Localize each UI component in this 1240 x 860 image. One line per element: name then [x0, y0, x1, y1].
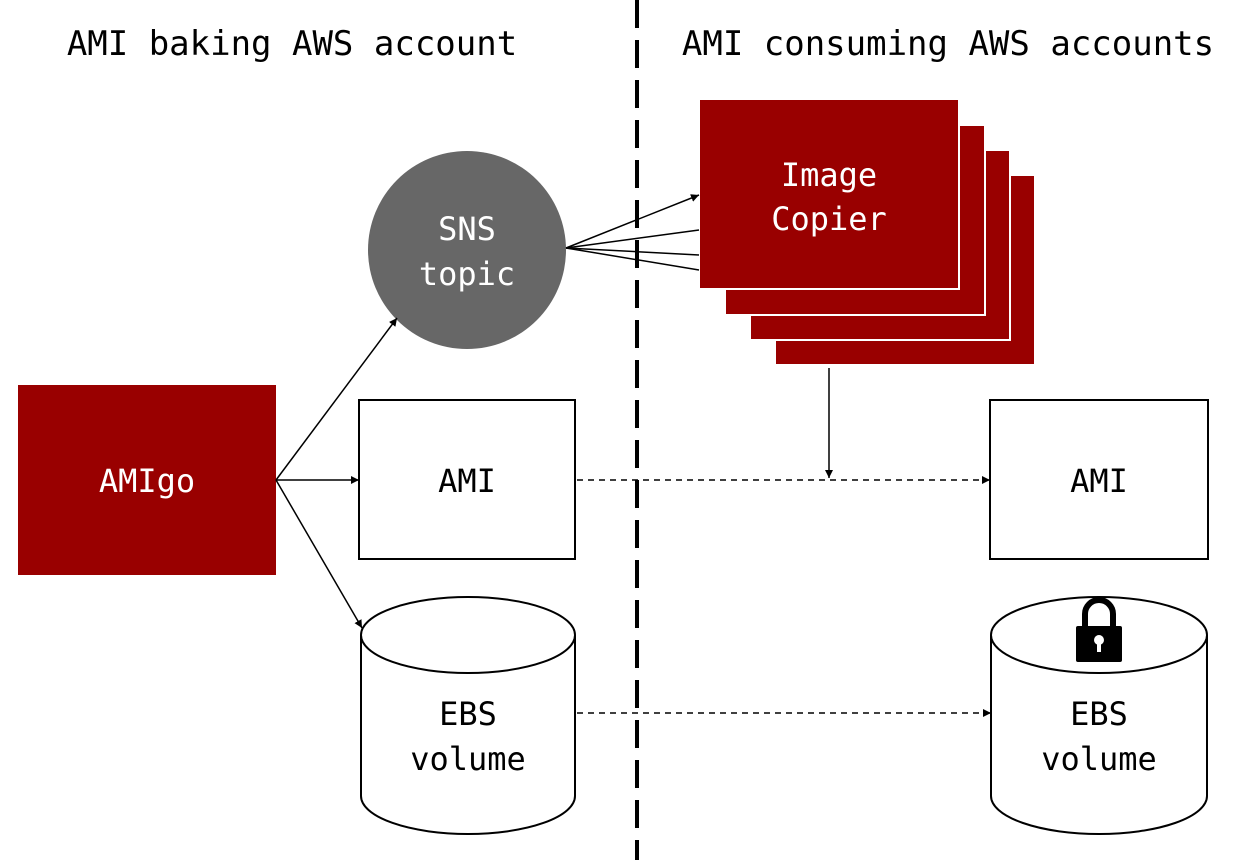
ebs-source-cylinder-top — [360, 596, 576, 674]
ebs-target-label-line1: EBS — [1070, 695, 1128, 733]
ami-target-node: AMI — [989, 399, 1209, 560]
amigo-node: AMIgo — [18, 385, 276, 575]
amigo-label: AMIgo — [99, 462, 195, 500]
left-account-header: AMI baking AWS account — [67, 24, 517, 64]
amigo-to-sns-arrow — [275, 317, 398, 481]
lock-icon — [1076, 597, 1122, 662]
lock-keyhole-slot — [1097, 640, 1101, 652]
sns-topic-node: SNS topic — [368, 151, 566, 349]
amigo-box — [18, 385, 276, 575]
sns-topic-label-line1: SNS — [438, 210, 496, 248]
right-account-header: AMI consuming AWS accounts — [682, 24, 1214, 64]
sns-to-copier-arrow-3 — [565, 247, 700, 256]
sns-to-copier-arrow-2 — [565, 229, 700, 249]
lock-shackle — [1082, 597, 1116, 628]
ebs-source-label-line2: volume — [410, 740, 526, 778]
image-copier-stack: Image Copier — [698, 98, 1036, 366]
ami-target-label: AMI — [1070, 462, 1128, 500]
image-copier-label-line1: Image — [781, 156, 877, 194]
amigo-arrows — [275, 317, 398, 629]
sns-topic-label-line2: topic — [419, 255, 515, 293]
ebs-target-cylinder-body — [990, 635, 1208, 835]
ami-source-node: AMI — [358, 399, 576, 560]
amigo-to-ebs-arrow — [275, 479, 363, 629]
ebs-source-label-line1: EBS — [439, 695, 497, 733]
ebs-target-label-line2: volume — [1041, 740, 1157, 778]
sns-to-copier-arrow-1 — [565, 194, 700, 249]
image-copier-box — [698, 98, 960, 290]
ami-source-box — [358, 399, 576, 560]
ami-source-label: AMI — [438, 462, 496, 500]
ebs-source-cylinder-body — [360, 635, 576, 835]
sns-topic-circle — [368, 151, 566, 349]
image-copier-label-line2: Copier — [771, 200, 887, 238]
sns-to-copier-arrow-4 — [565, 247, 700, 271]
sns-fanout-arrows — [565, 194, 700, 271]
ebs-source-node: EBS volume — [360, 596, 576, 835]
